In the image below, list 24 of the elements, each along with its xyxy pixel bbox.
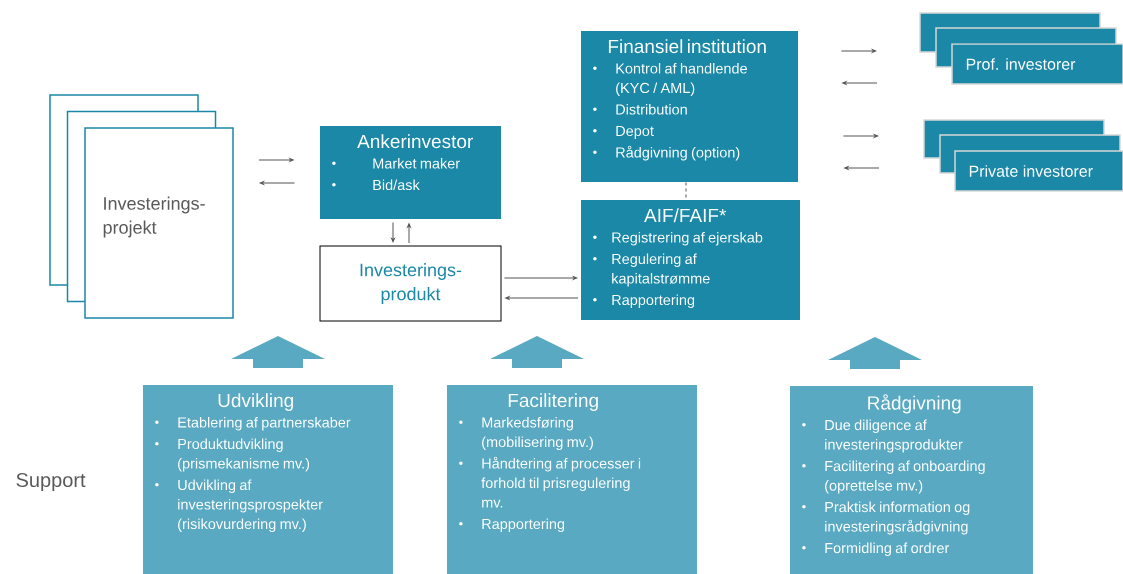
arrow <box>407 223 411 244</box>
arrow <box>844 166 880 170</box>
arrow <box>842 81 878 85</box>
block-arrow <box>828 337 922 369</box>
process-box: Rådgivning Due diligence af investeringsprodukter Facilitering af onboarding (oprettelse mv.) Praktisk information og investeringsrådgivning Formidling af ordrer <box>790 386 1033 574</box>
arrow <box>840 49 877 53</box>
investor-stack: Private investorer <box>923 119 1123 192</box>
arrow <box>391 221 395 243</box>
process-box: Ankerinvestor Market maker Bid/ask <box>320 126 501 219</box>
product-box: Investerings- produkt <box>319 245 502 322</box>
block-arrow <box>490 336 584 368</box>
document-stack: Investerings- projekt <box>49 94 234 319</box>
arrow <box>259 181 295 185</box>
investor-stack: Prof. investorer <box>919 12 1123 85</box>
arrow <box>505 296 579 300</box>
process-box: AIF/FAIF* Registrering af ejerskab Regulering af kapitalstrømme Rapportering <box>581 200 800 320</box>
process-box: Finansiel institution Kontrol af handlende (KYC / AML) Distribution Depot Rådgivning (option) <box>581 31 798 182</box>
side-label: Support <box>16 472 86 492</box>
block-arrow <box>231 336 325 368</box>
process-box: Udvikling Etablering af partnerskaber Produktudvikling (prismekanisme mv.) Udvikling af investeringsprospekter (risikovurdering mv.) <box>143 385 393 574</box>
arrow <box>503 276 578 280</box>
arrow <box>842 134 879 138</box>
process-box: Facilitering Markedsføring (mobilisering mv.) Håndtering af processer i forhold til prisregulering mv. Rapportering <box>447 385 697 574</box>
arrow <box>258 158 294 162</box>
